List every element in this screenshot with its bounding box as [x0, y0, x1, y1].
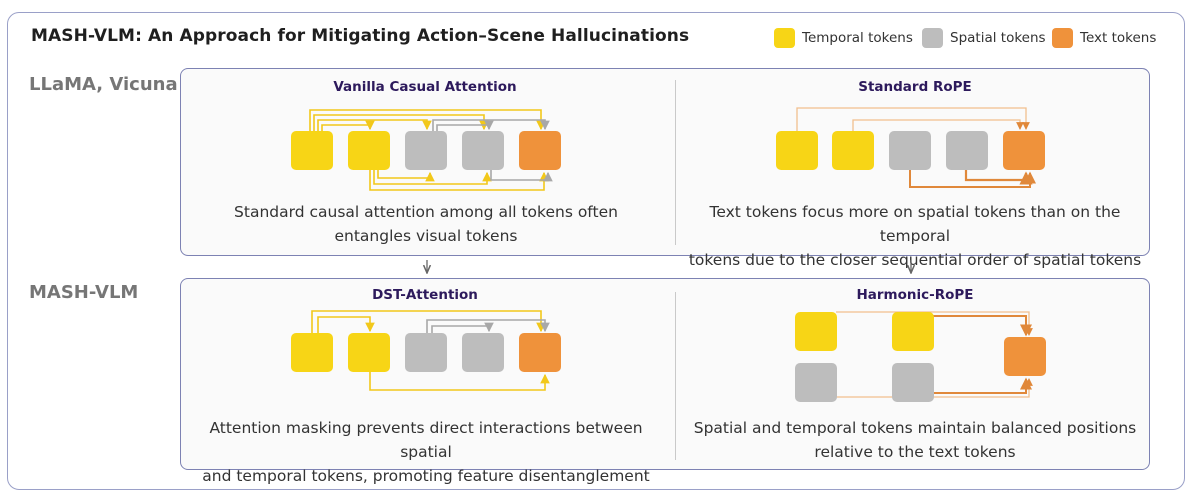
caption-harmonic-line1: Spatial and temporal tokens maintain bal…	[693, 419, 1137, 437]
figure-title: MASH-VLM: An Approach for Mitigating Act…	[31, 26, 690, 46]
divider-top	[675, 80, 676, 245]
harmonic-temporal-token-2	[892, 312, 934, 351]
dst-spatial-token-1	[405, 333, 447, 372]
harmonic-temporal-token-1	[795, 312, 837, 351]
rope-diagram	[796, 107, 1036, 188]
text-swatch	[1052, 28, 1073, 48]
caption-rope-line1: Text tokens focus more on spatial tokens…	[709, 203, 1121, 245]
legend-spatial: Spatial tokens	[922, 28, 1046, 48]
caption-dst: Attention masking prevents direct intera…	[186, 416, 666, 488]
vanilla-attention-diagram	[309, 109, 553, 191]
harmonic-spatial-token-2	[892, 363, 934, 402]
dst-text-token	[519, 333, 561, 372]
rope-spatial-token-1	[889, 131, 931, 170]
caption-vanilla-line1: Standard causal attention among all toke…	[234, 203, 618, 221]
caption-harmonic: Spatial and temporal tokens maintain bal…	[678, 416, 1152, 464]
legend-text: Text tokens	[1052, 28, 1156, 48]
caption-vanilla-line2: entangles visual tokens	[334, 227, 518, 245]
rope-temporal-token-1	[776, 131, 818, 170]
rope-temporal-token-2	[832, 131, 874, 170]
vanilla-temporal-token-2	[348, 131, 390, 170]
harmonic-text-token	[1004, 337, 1046, 376]
vanilla-spatial-token-1	[405, 131, 447, 170]
legend-temporal: Temporal tokens	[774, 28, 913, 48]
row-label-mash: MASH-VLM	[29, 282, 139, 303]
rope-text-token	[1003, 131, 1045, 170]
caption-vanilla: Standard causal attention among all toke…	[186, 200, 666, 248]
vanilla-text-token	[519, 131, 561, 170]
panel-mash	[180, 278, 1150, 470]
subtitle-harmonic: Harmonic-RoPE	[856, 287, 974, 303]
caption-rope: Text tokens focus more on spatial tokens…	[678, 200, 1152, 272]
dst-temporal-token-2	[348, 333, 390, 372]
subtitle-dst: DST-Attention	[372, 287, 478, 303]
rope-spatial-token-2	[946, 131, 988, 170]
vanilla-spatial-token-2	[462, 131, 504, 170]
subtitle-rope: Standard RoPE	[858, 79, 972, 95]
caption-rope-line2: tokens due to the closer sequential orde…	[688, 251, 1142, 269]
subtitle-vanilla: Vanilla Casual Attention	[333, 79, 517, 95]
divider-bottom	[675, 292, 676, 460]
harmonic-spatial-token-1	[795, 363, 837, 402]
legend-spatial-label: Spatial tokens	[950, 30, 1046, 46]
spatial-swatch	[922, 28, 943, 48]
caption-dst-line2: and temporal tokens, promoting feature d…	[202, 467, 650, 485]
caption-dst-line1: Attention masking prevents direct intera…	[209, 419, 643, 461]
panel-baseline	[180, 68, 1150, 256]
caption-harmonic-line2: relative to the text tokens	[814, 443, 1016, 461]
dst-spatial-token-2	[462, 333, 504, 372]
temporal-swatch	[774, 28, 795, 48]
dst-temporal-token-1	[291, 333, 333, 372]
vanilla-temporal-token-1	[291, 131, 333, 170]
dst-attention-diagram	[311, 310, 550, 391]
row-label-baseline: LLaMA, Vicuna	[29, 74, 178, 95]
legend-temporal-label: Temporal tokens	[802, 30, 913, 46]
legend-text-label: Text tokens	[1080, 30, 1157, 46]
